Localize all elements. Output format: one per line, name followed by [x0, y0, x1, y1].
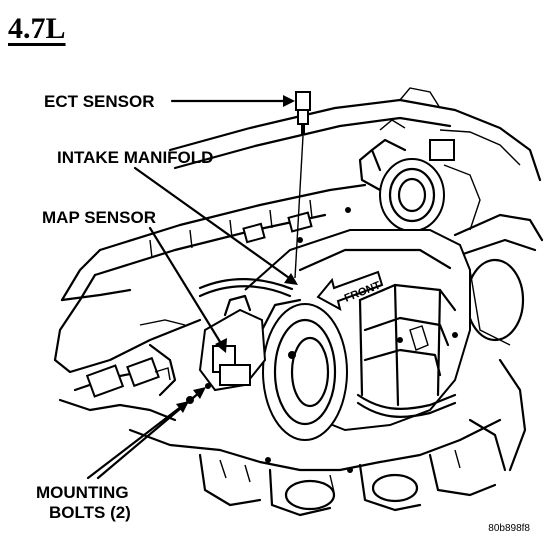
map-sensor-label: MAP SENSOR — [42, 208, 156, 227]
mounting-bolts-label-line1: MOUNTING — [36, 483, 129, 502]
figure-id: 80b898f8 — [488, 523, 530, 534]
ect-sensor-icon — [295, 91, 311, 134]
mounting-bolts-label-line2: BOLTS (2) — [49, 503, 131, 522]
engine-size-title: 4.7L — [8, 12, 66, 45]
mounting-bolts-label: MOUNTING BOLTS (2) — [36, 483, 131, 523]
ect-sensor-label: ECT SENSOR — [44, 92, 155, 111]
intake-manifold-label: INTAKE MANIFOLD — [57, 148, 214, 167]
engine-drawing: FRONT — [53, 87, 544, 517]
leader-lines — [86, 95, 304, 480]
